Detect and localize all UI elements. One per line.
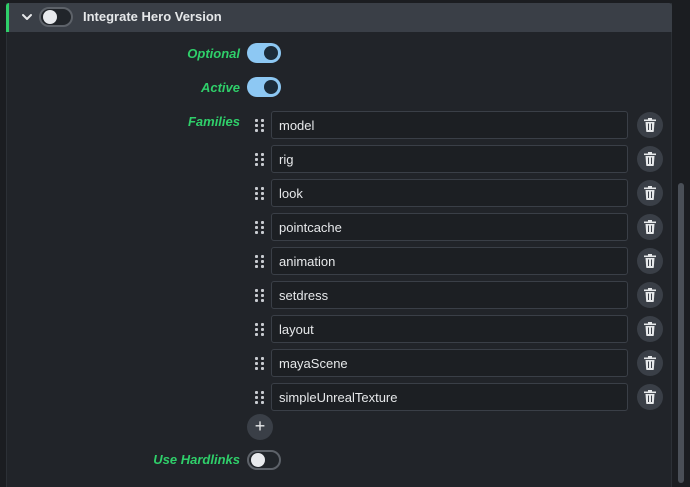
delete-family-button[interactable] bbox=[637, 384, 663, 410]
drag-handle-icon[interactable] bbox=[255, 153, 265, 166]
delete-family-button[interactable] bbox=[637, 146, 663, 172]
family-row: layout bbox=[252, 315, 664, 343]
drag-handle-icon[interactable] bbox=[255, 323, 265, 336]
family-input[interactable]: look bbox=[271, 179, 628, 207]
plugin-enabled-toggle[interactable] bbox=[39, 7, 73, 27]
toggle-knob bbox=[43, 10, 57, 24]
family-input[interactable]: rig bbox=[271, 145, 628, 173]
drag-handle-icon[interactable] bbox=[255, 357, 265, 370]
family-input[interactable]: model bbox=[271, 111, 628, 139]
optional-label: Optional bbox=[187, 46, 240, 61]
optional-toggle[interactable] bbox=[247, 43, 281, 63]
trash-icon bbox=[644, 288, 656, 302]
delete-family-button[interactable] bbox=[637, 214, 663, 240]
add-family-button[interactable]: + bbox=[247, 414, 273, 440]
drag-handle-icon[interactable] bbox=[255, 289, 265, 302]
family-row: simpleUnrealTexture bbox=[252, 383, 664, 411]
trash-icon bbox=[644, 220, 656, 234]
delete-family-button[interactable] bbox=[637, 248, 663, 274]
delete-family-button[interactable] bbox=[637, 112, 663, 138]
family-input[interactable]: mayaScene bbox=[271, 349, 628, 377]
drag-handle-icon[interactable] bbox=[255, 255, 265, 268]
use-hardlinks-label: Use Hardlinks bbox=[153, 452, 240, 467]
family-row: look bbox=[252, 179, 664, 207]
use-hardlinks-toggle[interactable] bbox=[247, 450, 281, 470]
trash-icon bbox=[644, 152, 656, 166]
drag-handle-icon[interactable] bbox=[255, 187, 265, 200]
active-toggle[interactable] bbox=[247, 77, 281, 97]
trash-icon bbox=[644, 254, 656, 268]
plugin-header[interactable]: Integrate Hero Version bbox=[6, 3, 672, 32]
drag-handle-icon[interactable] bbox=[255, 391, 265, 404]
toggle-knob bbox=[264, 46, 278, 60]
family-row: rig bbox=[252, 145, 664, 173]
family-row: model bbox=[252, 111, 664, 139]
family-input[interactable]: animation bbox=[271, 247, 628, 275]
plugin-settings-panel bbox=[6, 3, 672, 487]
family-row: mayaScene bbox=[252, 349, 664, 377]
family-input[interactable]: simpleUnrealTexture bbox=[271, 383, 628, 411]
family-input[interactable]: setdress bbox=[271, 281, 628, 309]
plugin-title: Integrate Hero Version bbox=[83, 9, 222, 24]
delete-family-button[interactable] bbox=[637, 282, 663, 308]
family-row: pointcache bbox=[252, 213, 664, 241]
trash-icon bbox=[644, 390, 656, 404]
trash-icon bbox=[644, 322, 656, 336]
trash-icon bbox=[644, 118, 656, 132]
chevron-down-icon[interactable] bbox=[21, 11, 33, 23]
active-label: Active bbox=[200, 80, 240, 95]
trash-icon bbox=[644, 356, 656, 370]
trash-icon bbox=[644, 186, 656, 200]
drag-handle-icon[interactable] bbox=[255, 221, 265, 234]
delete-family-button[interactable] bbox=[637, 180, 663, 206]
families-label: Families bbox=[187, 114, 240, 129]
toggle-knob bbox=[251, 453, 265, 467]
family-row: setdress bbox=[252, 281, 664, 309]
family-input[interactable]: pointcache bbox=[271, 213, 628, 241]
delete-family-button[interactable] bbox=[637, 316, 663, 342]
delete-family-button[interactable] bbox=[637, 350, 663, 376]
toggle-knob bbox=[264, 80, 278, 94]
family-row: animation bbox=[252, 247, 664, 275]
family-input[interactable]: layout bbox=[271, 315, 628, 343]
scrollbar[interactable] bbox=[678, 183, 684, 483]
drag-handle-icon[interactable] bbox=[255, 119, 265, 132]
